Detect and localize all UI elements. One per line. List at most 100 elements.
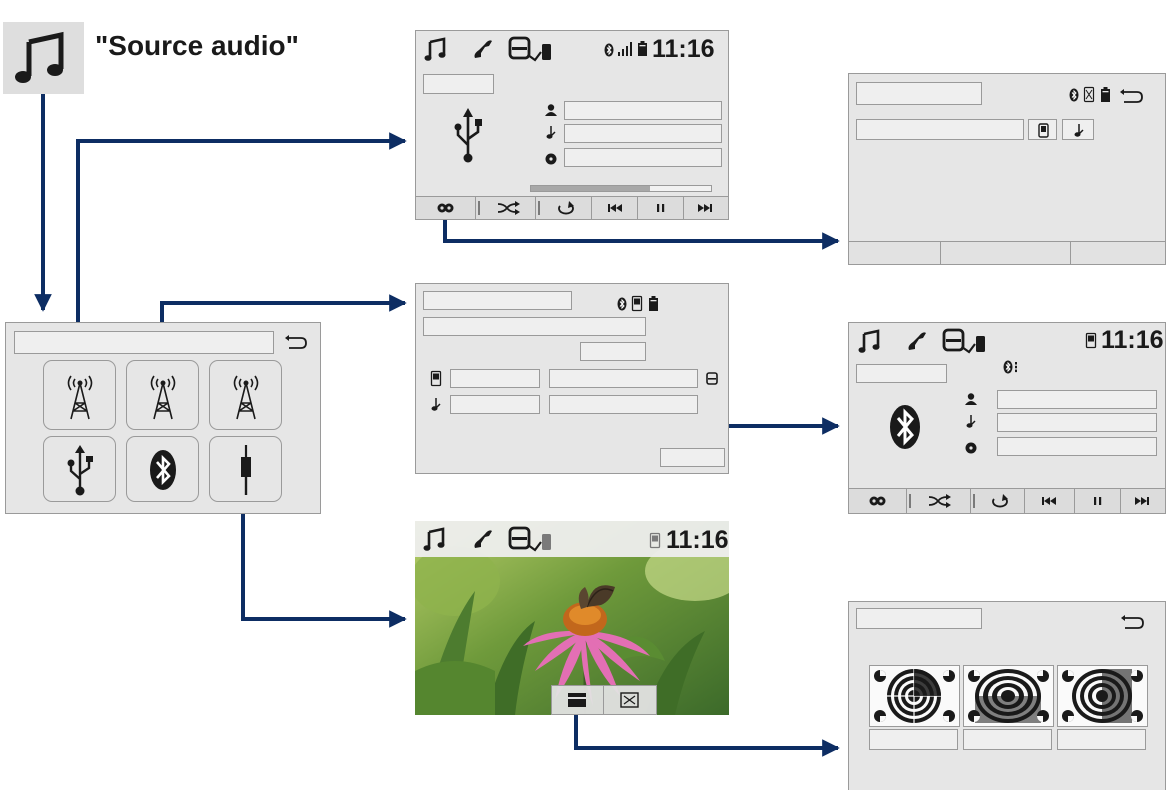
previous-track-icon[interactable] (592, 197, 638, 219)
music-tab-icon[interactable] (423, 527, 447, 551)
track-note-icon (966, 415, 976, 428)
source-menu-screen (5, 322, 321, 514)
phone-icon (1038, 123, 1049, 138)
radio-tower-icon (150, 375, 176, 420)
bluetooth-status-icon (617, 297, 627, 311)
display-mode-button[interactable] (552, 686, 604, 714)
phone-name-field[interactable] (549, 369, 698, 388)
shuffle-icon[interactable] (480, 197, 536, 219)
settings-icon[interactable] (849, 489, 907, 513)
source-tile-radio-3[interactable] (209, 360, 282, 430)
settings-bottom-button[interactable] (1071, 242, 1165, 264)
settings-icon[interactable] (416, 197, 476, 219)
back-icon[interactable] (1121, 614, 1145, 630)
album-field (564, 148, 722, 167)
video-toolbar (551, 685, 657, 715)
previous-track-icon[interactable] (1025, 489, 1075, 513)
pause-icon[interactable] (1075, 489, 1121, 513)
next-track-icon[interactable] (684, 197, 728, 219)
brightness-value-field[interactable] (869, 729, 958, 750)
settings-bottom-button[interactable] (941, 242, 1071, 264)
pairing-title-field (423, 291, 572, 310)
control-divider (973, 494, 975, 508)
source-tile-radio-2[interactable] (126, 360, 199, 430)
pause-icon[interactable] (638, 197, 684, 219)
settings-option-field[interactable] (856, 119, 1024, 140)
signal-strength-icon (618, 42, 632, 56)
arrow-video-to-display-settings (574, 713, 840, 757)
battery-icon (1101, 87, 1110, 102)
display-settings-button[interactable] (604, 686, 656, 714)
battery-icon (649, 296, 658, 311)
phone-icon (430, 370, 442, 387)
page-title: "Source audio" (95, 30, 299, 61)
usb-icon (454, 108, 482, 163)
device-name-field (856, 364, 947, 383)
display-settings-title-field (856, 608, 982, 629)
phone-tab-icon[interactable] (471, 38, 493, 60)
settings-bottom-button[interactable] (849, 242, 941, 264)
source-tile-usb[interactable] (43, 436, 116, 502)
connectivity-tab-icon[interactable] (942, 328, 994, 354)
source-tile-radio-1[interactable] (43, 360, 116, 430)
artist-icon (545, 104, 557, 116)
repeat-icon[interactable] (975, 489, 1025, 513)
source-tile-bluetooth[interactable] (126, 436, 199, 502)
connectivity-tab-icon[interactable] (508, 526, 560, 552)
source-tile-aux[interactable] (209, 436, 282, 502)
playback-control-bar (416, 196, 728, 219)
track-progress-fill (531, 186, 650, 191)
connectivity-tab-icon[interactable] (508, 36, 560, 62)
control-divider (909, 494, 911, 508)
repeat-icon[interactable] (540, 197, 592, 219)
back-icon[interactable] (285, 334, 307, 350)
phone-profile-field[interactable] (450, 369, 540, 388)
color-value-field[interactable] (1057, 729, 1146, 750)
phone-tab-icon[interactable] (905, 330, 927, 352)
audio-profile-field[interactable] (450, 395, 540, 414)
bluetooth-connected-icon (1003, 360, 1017, 374)
usb-icon (67, 445, 93, 496)
track-note-icon (546, 126, 556, 139)
shuffle-icon[interactable] (911, 489, 971, 513)
car-connect-icon (706, 372, 718, 385)
phone-option-button[interactable] (1028, 119, 1057, 140)
radio-tower-icon (67, 375, 93, 420)
usb-settings-screen (848, 73, 1166, 265)
color-adjust-tile[interactable] (1057, 665, 1148, 727)
screen-mode-icon (568, 693, 586, 707)
usb-folder-field[interactable] (423, 74, 494, 94)
bluetooth-pairing-screen (415, 283, 729, 474)
display-settings-screen (848, 601, 1166, 790)
arrow-settings-to-settings-screen (443, 212, 840, 250)
control-divider (538, 201, 540, 215)
contrast-adjust-tile[interactable] (963, 665, 1054, 727)
settings-bottom-bar (849, 241, 1165, 264)
phone-tab-icon[interactable] (471, 528, 493, 550)
music-tab-icon[interactable] (424, 37, 448, 61)
audio-name-field[interactable] (549, 395, 698, 414)
brightness-adjust-tile[interactable] (869, 665, 960, 727)
pairing-confirm-field[interactable] (660, 448, 725, 467)
bluetooth-icon (890, 405, 920, 449)
music-option-button[interactable] (1062, 119, 1094, 140)
bluetooth-playback-screen: 11:16 (848, 322, 1166, 514)
contrast-test-pattern-icon (968, 669, 1049, 723)
video-status-bar: 11:16 (415, 521, 729, 557)
back-icon[interactable] (1120, 88, 1144, 104)
contrast-value-field[interactable] (963, 729, 1052, 750)
radio-tower-icon (233, 375, 259, 420)
bluetooth-status-bar: 11:16 (849, 323, 1165, 357)
phone-status-icon (1085, 332, 1097, 349)
phone-status-icon (649, 532, 661, 549)
music-note-icon (1074, 124, 1084, 137)
clock-readout: 11:16 (1101, 326, 1164, 354)
track-progress-bar[interactable] (530, 185, 712, 192)
pairing-device-field[interactable] (423, 317, 646, 336)
next-track-icon[interactable] (1121, 489, 1165, 513)
pairing-action-field[interactable] (580, 342, 646, 361)
phone-status-icon (1083, 86, 1095, 103)
brightness-test-pattern-icon (874, 669, 955, 723)
music-tab-icon[interactable] (858, 329, 882, 353)
control-divider (478, 201, 480, 215)
